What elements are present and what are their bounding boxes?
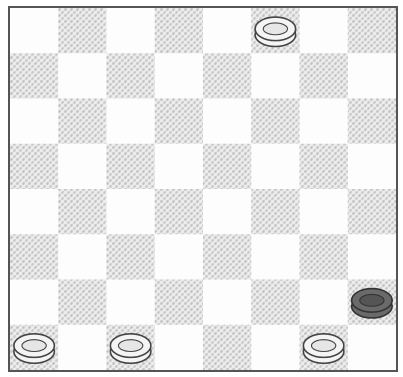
light-square[interactable] (155, 144, 204, 190)
dark-square[interactable] (155, 99, 204, 145)
dark-square[interactable] (155, 280, 204, 326)
board-grid (10, 8, 396, 370)
dark-square[interactable] (155, 8, 204, 54)
dark-square[interactable] (58, 99, 107, 145)
light-square[interactable] (348, 325, 396, 370)
dark-square[interactable] (58, 189, 107, 235)
light-checker-piece[interactable] (110, 334, 151, 363)
light-square[interactable] (58, 325, 107, 370)
dark-square[interactable] (300, 53, 349, 99)
light-square[interactable] (300, 99, 349, 145)
light-checker-piece[interactable] (303, 334, 344, 363)
light-square[interactable] (155, 234, 204, 280)
light-square[interactable] (107, 8, 156, 54)
light-square[interactable] (10, 99, 59, 145)
dark-square[interactable] (348, 8, 396, 54)
light-square[interactable] (58, 53, 107, 99)
light-square[interactable] (155, 325, 204, 370)
dark-square[interactable] (58, 280, 107, 326)
dark-square[interactable] (107, 144, 156, 190)
dark-square[interactable] (348, 189, 396, 235)
light-square[interactable] (203, 280, 252, 326)
light-square[interactable] (58, 234, 107, 280)
dark-square[interactable] (107, 234, 156, 280)
light-square[interactable] (251, 53, 300, 99)
light-square[interactable] (155, 53, 204, 99)
light-square[interactable] (10, 189, 59, 235)
dark-square[interactable] (155, 189, 204, 235)
dark-square[interactable] (10, 234, 59, 280)
dark-checker-piece[interactable] (352, 289, 393, 318)
light-square[interactable] (251, 325, 300, 370)
light-square[interactable] (58, 144, 107, 190)
light-square[interactable] (107, 189, 156, 235)
light-square[interactable] (107, 99, 156, 145)
light-checker-piece[interactable] (255, 17, 296, 46)
light-square[interactable] (348, 144, 396, 190)
dark-square[interactable] (203, 53, 252, 99)
dark-square[interactable] (203, 325, 252, 370)
dark-square[interactable] (251, 189, 300, 235)
dark-square[interactable] (10, 53, 59, 99)
light-square[interactable] (203, 99, 252, 145)
light-square[interactable] (348, 234, 396, 280)
dark-square[interactable] (203, 234, 252, 280)
light-square[interactable] (300, 280, 349, 326)
light-square[interactable] (203, 189, 252, 235)
dark-square[interactable] (251, 280, 300, 326)
light-square[interactable] (300, 8, 349, 54)
dark-square[interactable] (251, 99, 300, 145)
light-square[interactable] (10, 8, 59, 54)
dark-square[interactable] (300, 144, 349, 190)
dark-square[interactable] (107, 53, 156, 99)
dark-square[interactable] (203, 144, 252, 190)
light-square[interactable] (203, 8, 252, 54)
light-square[interactable] (251, 144, 300, 190)
light-square[interactable] (348, 53, 396, 99)
light-square[interactable] (300, 189, 349, 235)
light-square[interactable] (251, 234, 300, 280)
light-square[interactable] (107, 280, 156, 326)
dark-square[interactable] (348, 99, 396, 145)
light-checker-piece[interactable] (14, 334, 55, 363)
checkers-board (8, 6, 398, 372)
light-square[interactable] (10, 280, 59, 326)
dark-square[interactable] (10, 144, 59, 190)
dark-square[interactable] (58, 8, 107, 54)
dark-square[interactable] (300, 234, 349, 280)
